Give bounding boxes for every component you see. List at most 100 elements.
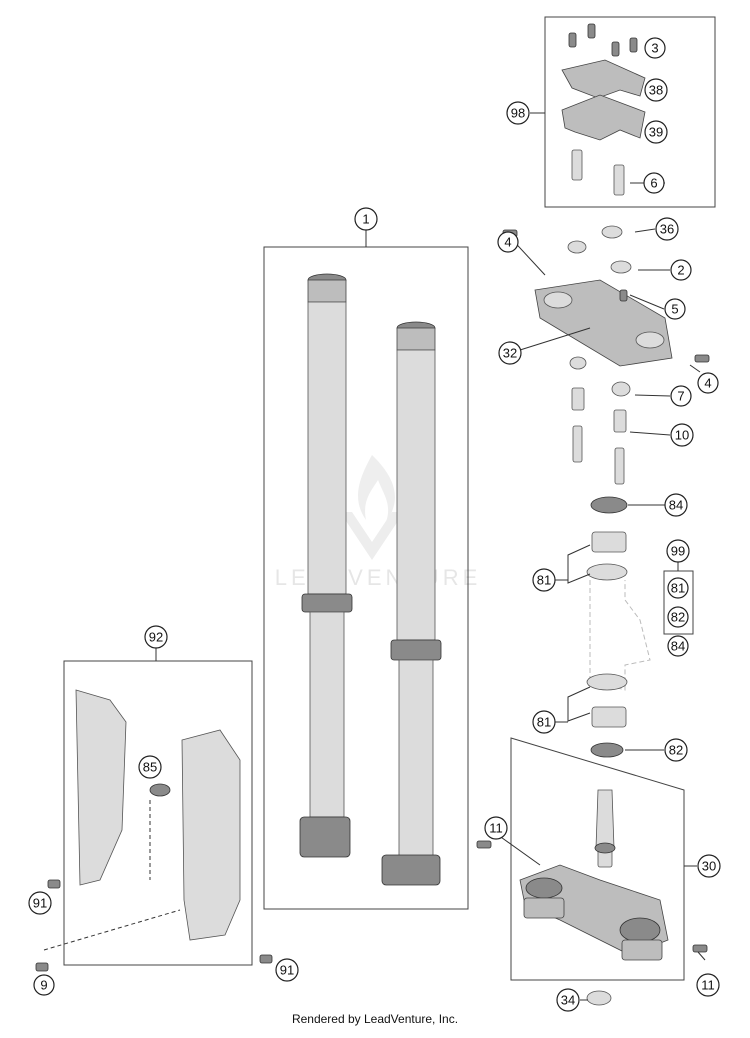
- callout-81-kit[interactable]: 81: [667, 577, 689, 599]
- clamp-base-39: [561, 94, 646, 141]
- steering-stem-outline: [589, 580, 651, 691]
- callout-4-top[interactable]: 4: [497, 231, 519, 253]
- svg-text:11: 11: [489, 821, 503, 836]
- callout-30[interactable]: 30: [697, 854, 721, 878]
- seal-82: [590, 742, 624, 758]
- screw-91b: [259, 954, 273, 964]
- callout-84-kit[interactable]: 84: [667, 635, 689, 657]
- fork-guard-right: [181, 729, 241, 941]
- svg-text:3: 3: [651, 41, 658, 56]
- svg-text:7: 7: [677, 389, 684, 404]
- clamp-cap-38: [561, 59, 646, 99]
- svg-text:4: 4: [704, 376, 711, 391]
- watermark-text: LEADVENTURE: [275, 565, 482, 590]
- callout-11-right[interactable]: 11: [696, 973, 720, 997]
- svg-text:30: 30: [702, 859, 716, 874]
- clamp-bolt-6a: [571, 149, 583, 181]
- leadventure-watermark: LEADVENTURE: [275, 455, 482, 590]
- bolt-5: [619, 289, 628, 302]
- svg-text:84: 84: [671, 639, 685, 654]
- callout-6[interactable]: 6: [643, 172, 665, 194]
- svg-text:10: 10: [675, 428, 689, 443]
- callout-82-seal[interactable]: 82: [664, 738, 688, 762]
- svg-text:85: 85: [143, 760, 157, 775]
- callout-5[interactable]: 5: [664, 298, 686, 320]
- clip-85: [149, 783, 171, 797]
- callout-38[interactable]: 38: [644, 78, 668, 102]
- screw-91a: [47, 879, 61, 889]
- callout-99[interactable]: 99: [666, 539, 690, 563]
- svg-text:2: 2: [677, 263, 684, 278]
- svg-text:82: 82: [669, 743, 683, 758]
- svg-text:9: 9: [40, 978, 47, 993]
- bearing-81-lower: [591, 706, 627, 728]
- race-upper: [586, 563, 628, 581]
- svg-text:34: 34: [561, 993, 575, 1008]
- svg-text:38: 38: [649, 83, 663, 98]
- callout-81-lower[interactable]: 81: [532, 710, 556, 734]
- lower-clamp-box: [510, 737, 685, 981]
- callout-4-right[interactable]: 4: [697, 372, 719, 394]
- pinch-bolt-4-right: [694, 354, 710, 363]
- nut-36: [601, 225, 623, 239]
- sleeve-10b: [613, 409, 627, 433]
- sleeve-10a: [571, 387, 585, 411]
- bearing-81-upper: [591, 531, 627, 553]
- screw-9: [35, 962, 49, 972]
- callout-36[interactable]: 36: [655, 217, 679, 241]
- callout-10[interactable]: 10: [670, 423, 694, 447]
- svg-text:11: 11: [701, 978, 715, 993]
- svg-text:92: 92: [149, 630, 163, 645]
- washer-2: [610, 260, 632, 274]
- callout-81-upper[interactable]: 81: [532, 568, 556, 592]
- render-credit: Rendered by LeadVenture, Inc.: [291, 1012, 459, 1026]
- callout-32[interactable]: 32: [498, 341, 522, 365]
- callout-92[interactable]: 92: [144, 625, 168, 649]
- bolt-long-a: [572, 425, 583, 463]
- svg-text:39: 39: [649, 125, 663, 140]
- clamp-bolts: [568, 23, 638, 57]
- fork-leg-left: [299, 273, 353, 858]
- fork-guard-box: [63, 660, 253, 966]
- callout-85[interactable]: 85: [138, 755, 162, 779]
- lower-triple-clamp: [519, 789, 669, 961]
- group-98-box: [544, 16, 716, 208]
- svg-text:91: 91: [280, 963, 294, 978]
- callout-39[interactable]: 39: [644, 120, 668, 144]
- bolt-long-b: [614, 447, 625, 485]
- svg-text:98: 98: [511, 106, 525, 121]
- pinch-bolt-11a: [476, 840, 492, 849]
- callout-91-left[interactable]: 91: [28, 891, 52, 915]
- svg-text:81: 81: [537, 715, 551, 730]
- callout-91-right[interactable]: 91: [275, 958, 299, 982]
- clamp-bolt-6b: [613, 164, 625, 196]
- callout-3[interactable]: 3: [644, 37, 666, 59]
- pinch-bolt-11b: [692, 944, 708, 953]
- bushing-7b: [611, 381, 631, 397]
- callout-1[interactable]: 1: [354, 207, 378, 231]
- svg-text:91: 91: [33, 896, 47, 911]
- svg-text:84: 84: [669, 498, 683, 513]
- svg-text:32: 32: [503, 346, 517, 361]
- svg-text:1: 1: [362, 212, 369, 227]
- nut-34: [586, 990, 612, 1006]
- svg-text:99: 99: [671, 544, 685, 559]
- callout-82-kit[interactable]: 82: [667, 606, 689, 628]
- svg-text:36: 36: [660, 222, 674, 237]
- callout-7[interactable]: 7: [670, 385, 692, 407]
- fork-leg-right: [381, 321, 442, 886]
- callout-34[interactable]: 34: [556, 988, 580, 1012]
- bushing-7a: [569, 356, 587, 370]
- callout-84-seal[interactable]: 84: [664, 493, 688, 517]
- svg-text:5: 5: [671, 302, 678, 317]
- svg-text:4: 4: [504, 235, 511, 250]
- fork-guard-left: [75, 689, 127, 886]
- callout-98[interactable]: 98: [506, 101, 530, 125]
- callout-11-left[interactable]: 11: [484, 816, 508, 840]
- race-lower: [586, 673, 628, 691]
- callout-2[interactable]: 2: [670, 259, 692, 281]
- svg-text:81: 81: [537, 573, 551, 588]
- callout-9[interactable]: 9: [33, 974, 55, 996]
- seal-84: [590, 496, 628, 514]
